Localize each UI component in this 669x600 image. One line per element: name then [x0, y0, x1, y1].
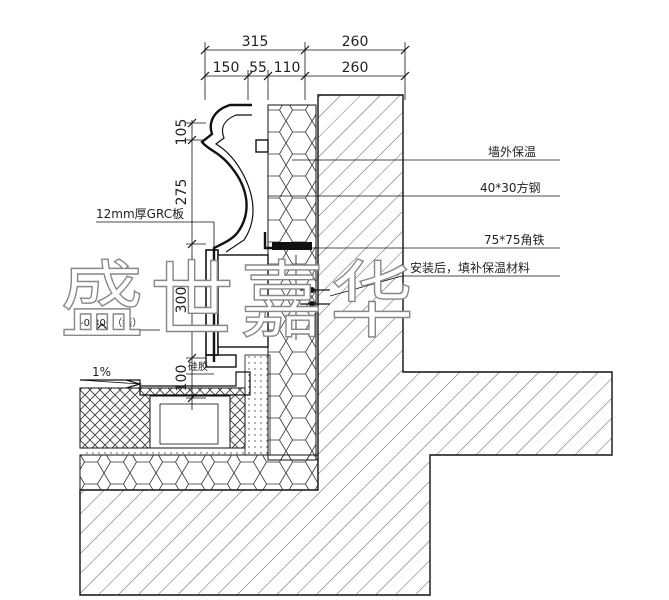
label-square-steel: 40*30方钢 [480, 180, 541, 195]
dim-260-top: 260 [342, 34, 369, 50]
dim-150: 150 [213, 60, 240, 76]
dim-100: 100 [174, 365, 190, 392]
watermark: 盛世嘉华 [60, 252, 420, 350]
dim-275: 275 [174, 179, 190, 206]
square-steel [255, 139, 269, 153]
grc-moulding [200, 103, 252, 362]
label-slope: 1% [92, 365, 111, 379]
sand-layer [244, 354, 271, 456]
dim-110: 110 [274, 60, 301, 76]
top-dimensions: 315 260 150 55 110 260 [200, 34, 410, 100]
dim-300: 300 [174, 287, 190, 314]
vertical-dimensions: 105 275 300 100 [174, 118, 206, 410]
label-fill-insulation: 安装后，填补保温材料 [410, 260, 530, 275]
label-wall-insulation: 墙外保温 [488, 145, 536, 159]
dim-55: 55 [249, 60, 267, 76]
label-elevation: -0.300（结） [80, 316, 142, 329]
dim-105: 105 [174, 119, 190, 146]
annotations: 墙外保温 40*30方钢 12mm厚GRC板 75*75角铁 安装后，填补保温材… [70, 145, 560, 389]
label-angle-iron: 75*75角铁 [484, 233, 545, 247]
label-grc-board: 12mm厚GRC板 [96, 207, 184, 221]
floor-insulation-layer [79, 454, 319, 491]
label-sealant: 硅胶 [188, 360, 208, 373]
dim-260-bottom: 260 [342, 60, 369, 76]
dim-315: 315 [242, 34, 269, 50]
